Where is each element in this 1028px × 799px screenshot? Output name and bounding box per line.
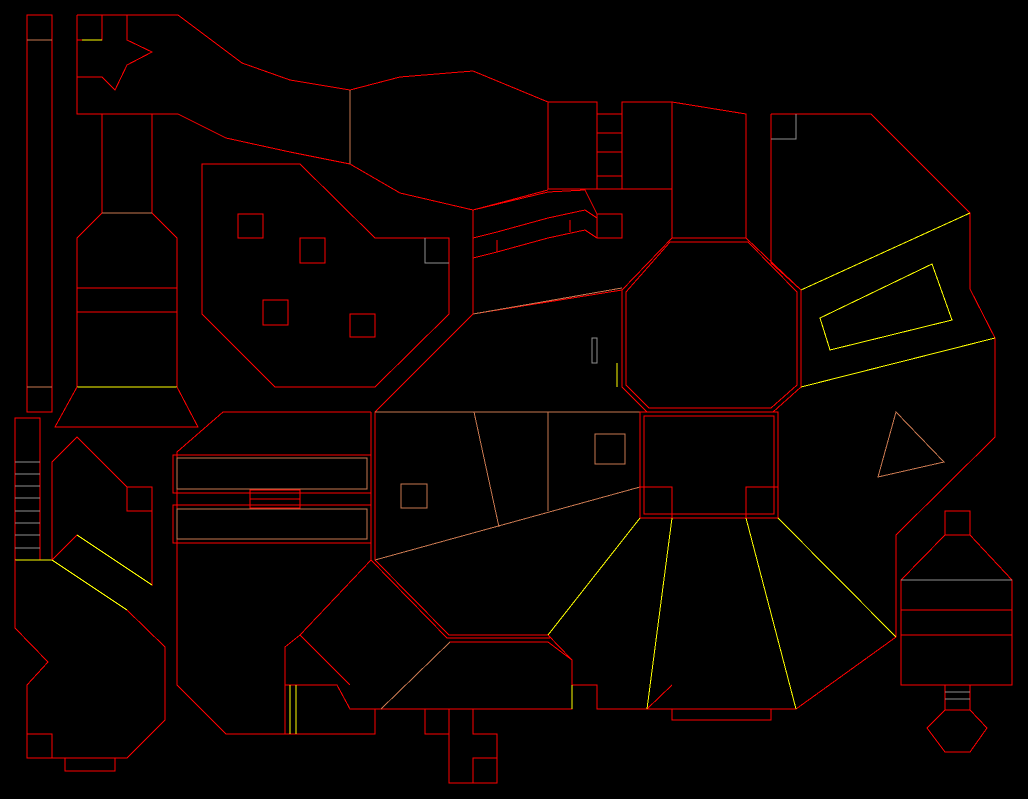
map-sector-curved-ramp <box>472 189 623 315</box>
map-sector-south-west <box>14 436 166 772</box>
map-sector-left-column <box>54 114 199 428</box>
map-sector-right-bottle <box>900 510 1013 753</box>
map-sector-stair-corridor <box>14 417 52 561</box>
map-sector-right-wedge <box>770 113 996 637</box>
map-sector-west-courtyard <box>172 411 372 735</box>
map-sector-left-corridor <box>26 14 53 413</box>
map-sector-south-hall <box>547 411 897 721</box>
map-sector-lower-centre <box>284 559 573 784</box>
map-sector-octagon <box>621 237 802 413</box>
map-sector-star-room <box>76 14 549 211</box>
map-sector-middle-lobby <box>370 313 641 639</box>
map-sector-pillar-room <box>201 163 450 388</box>
map-sector-top-centre <box>547 101 747 239</box>
